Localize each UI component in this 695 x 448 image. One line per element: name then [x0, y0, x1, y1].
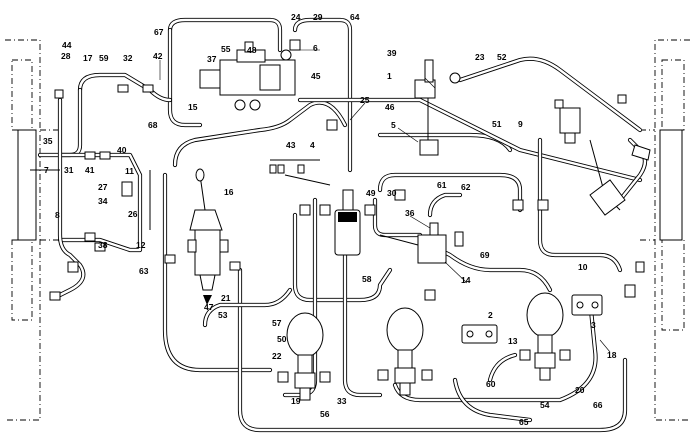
label-58: 58 — [362, 274, 372, 284]
label-32: 32 — [123, 53, 133, 63]
label-69: 69 — [480, 250, 490, 260]
filter-canister — [334, 189, 361, 256]
control-lever-unit — [187, 168, 229, 305]
label-31: 31 — [64, 165, 74, 175]
label-62: 62 — [461, 182, 471, 192]
label-37: 37 — [207, 54, 217, 64]
label-67: 67 — [154, 27, 164, 37]
label-35: 35 — [43, 136, 53, 146]
label-2: 2 — [488, 310, 493, 320]
label-30: 30 — [387, 188, 397, 198]
label-44: 44 — [62, 40, 72, 50]
label-59: 59 — [99, 53, 109, 63]
label-19: 19 — [291, 396, 301, 406]
label-27: 27 — [98, 182, 108, 192]
label-28: 28 — [61, 51, 71, 61]
label-63: 63 — [139, 266, 149, 276]
label-34: 34 — [98, 196, 108, 206]
label-7: 7 — [44, 165, 49, 175]
label-25: 25 — [360, 95, 370, 105]
label-3: 3 — [591, 320, 596, 330]
label-26: 26 — [128, 209, 138, 219]
label-29: 29 — [313, 12, 323, 22]
label-66: 66 — [593, 400, 603, 410]
label-64: 64 — [350, 12, 360, 22]
label-8: 8 — [55, 210, 60, 220]
label-18: 18 — [607, 350, 617, 360]
label-33: 33 — [337, 396, 347, 406]
label-60: 60 — [486, 379, 496, 389]
label-16: 16 — [224, 187, 234, 197]
label-50: 50 — [277, 334, 287, 344]
label-36: 36 — [405, 208, 415, 218]
left-frame-outline — [5, 39, 60, 421]
label-20: 20 — [575, 385, 585, 395]
label-12: 12 — [136, 240, 146, 250]
label-13: 13 — [508, 336, 518, 346]
label-45: 45 — [311, 71, 321, 81]
label-68: 68 — [148, 120, 158, 130]
label-5: 5 — [391, 120, 396, 130]
label-10: 10 — [578, 262, 588, 272]
mounting-plates — [461, 294, 603, 344]
right-frame-outline — [640, 39, 690, 421]
label-22: 22 — [272, 351, 282, 361]
accumulators — [286, 292, 564, 401]
solenoid-valve — [554, 99, 581, 144]
label-51: 51 — [492, 119, 502, 129]
label-38: 38 — [98, 240, 108, 250]
label-42: 42 — [153, 51, 163, 61]
label-1: 1 — [387, 71, 392, 81]
label-14: 14 — [461, 275, 471, 285]
label-4: 4 — [310, 140, 315, 150]
label-47: 47 — [204, 302, 214, 312]
label-61: 61 — [437, 180, 447, 190]
right-fittings — [589, 144, 651, 298]
label-54: 54 — [540, 400, 550, 410]
label-53: 53 — [218, 310, 228, 320]
label-65: 65 — [519, 417, 529, 427]
label-56: 56 — [320, 409, 330, 419]
label-49: 49 — [366, 188, 376, 198]
label-40: 40 — [117, 145, 127, 155]
label-52: 52 — [497, 52, 507, 62]
label-39: 39 — [387, 48, 397, 58]
label-24: 24 — [291, 12, 301, 22]
part-number-labels: 1 2 3 4 5 6 7 8 9 10 11 12 13 14 15 16 1… — [43, 12, 617, 427]
distribution-valve — [379, 222, 464, 264]
label-9: 9 — [518, 119, 523, 129]
label-11: 11 — [125, 166, 134, 176]
label-48: 48 — [247, 45, 257, 55]
top-right-valve — [414, 59, 461, 156]
label-17a: 17 — [83, 53, 93, 63]
label-46: 46 — [385, 102, 395, 112]
steering-valve-block — [199, 41, 296, 111]
label-23: 23 — [475, 52, 485, 62]
label-57: 57 — [272, 318, 282, 328]
fittings — [49, 39, 645, 383]
label-55: 55 — [221, 44, 231, 54]
label-15: 15 — [188, 102, 198, 112]
leader-lines — [159, 49, 611, 353]
label-21: 21 — [221, 293, 231, 303]
label-6: 6 — [313, 43, 318, 53]
label-41: 41 — [85, 165, 95, 175]
label-43: 43 — [286, 140, 296, 150]
